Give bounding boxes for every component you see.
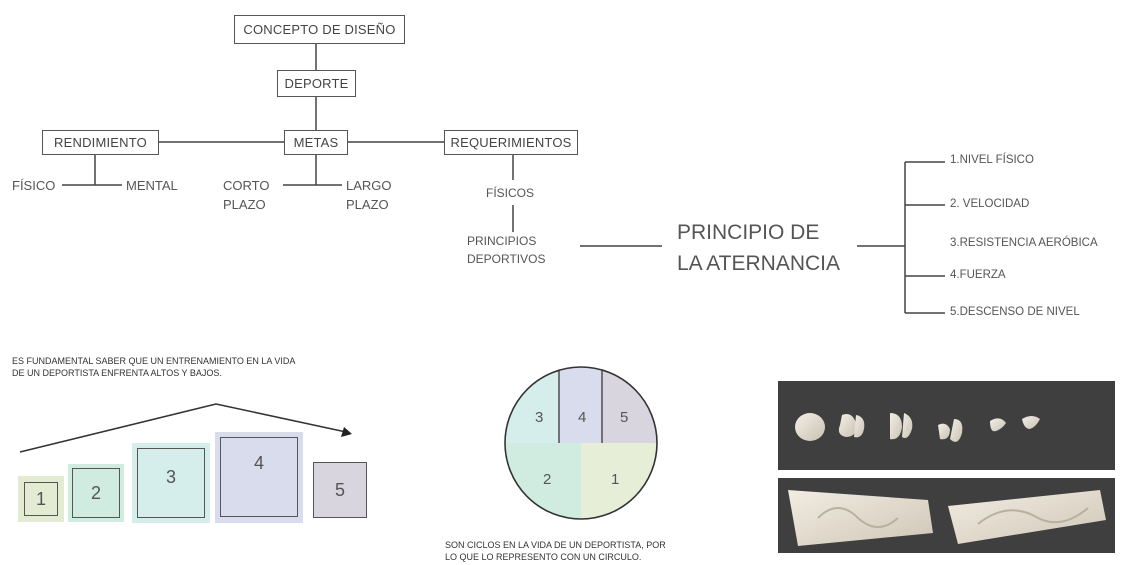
- requerimientos-box: REQUERIMIENTOS: [444, 130, 578, 155]
- square-3: 3: [132, 443, 210, 523]
- circle-seg-3: 3: [535, 409, 544, 426]
- square-2: 2: [68, 464, 124, 522]
- circle-seg-4: 4: [578, 409, 587, 426]
- model-photo-bottom: [778, 478, 1115, 553]
- principios-label-1: PRINCIPIOS: [467, 234, 537, 248]
- note-top-2: DE UN DEPORTISTA ENFRENTA ALTOS Y BAJOS.: [12, 368, 222, 378]
- square-4-label: 4: [253, 453, 264, 473]
- circle-seg-1: 1: [611, 471, 620, 488]
- rendimiento-box: RENDIMIENTO: [42, 130, 159, 155]
- square-5: 5: [313, 462, 367, 518]
- principle-title-1: PRINCIPIO DE: [677, 221, 820, 244]
- circle-seg-5: 5: [620, 409, 629, 426]
- note-top-1: ES FUNDAMENTAL SABER QUE UN ENTRENAMIENT…: [12, 356, 296, 366]
- corto-plazo-label-2: PLAZO: [223, 197, 266, 212]
- cycle-circle: [504, 366, 658, 520]
- list-item-3: 3.RESISTENCIA AERÓBICA: [950, 237, 1098, 249]
- square-4: 4: [215, 432, 303, 523]
- list-item-2: 2. VELOCIDAD: [950, 198, 1030, 210]
- deporte-box: DEPORTE: [277, 70, 356, 97]
- square-1: 1: [18, 476, 64, 522]
- note-bottom-2: LO QUE LO REPRESENTO CON UN CIRCULO.: [445, 552, 642, 562]
- model-pieces-image: [795, 413, 1040, 442]
- square-5-label: 5: [334, 479, 345, 500]
- note-bottom-1: SON CICLOS EN LA VIDA DE UN DEPORTISTA, …: [445, 540, 666, 550]
- fisicos-label: FÍSICOS: [486, 186, 535, 200]
- model-slab-image: [788, 490, 1106, 546]
- concepto-box: CONCEPTO DE DISEÑO: [234, 15, 405, 44]
- corto-plazo-label-1: CORTO: [223, 178, 270, 193]
- list-item-5: 5.DESCENSO DE NIVEL: [950, 306, 1080, 318]
- list-item-1: 1.NIVEL FÍSICO: [950, 154, 1034, 166]
- principle-title-2: LA ATERNANCIA: [677, 252, 840, 275]
- square-2-label: 2: [90, 482, 101, 503]
- fisico-label: FÍSICO: [12, 178, 56, 193]
- list-item-4: 4.FUERZA: [950, 269, 1006, 281]
- mental-label: MENTAL: [126, 178, 178, 193]
- square-3-label: 3: [165, 466, 176, 487]
- principios-label-2: DEPORTIVOS: [467, 252, 546, 266]
- circle-seg-2: 2: [543, 471, 552, 488]
- square-1-label: 1: [35, 488, 46, 509]
- largo-plazo-label-2: PLAZO: [346, 197, 389, 212]
- largo-plazo-label-1: LARGO: [346, 178, 392, 193]
- model-photo-top: [778, 381, 1115, 470]
- metas-box: METAS: [284, 130, 348, 155]
